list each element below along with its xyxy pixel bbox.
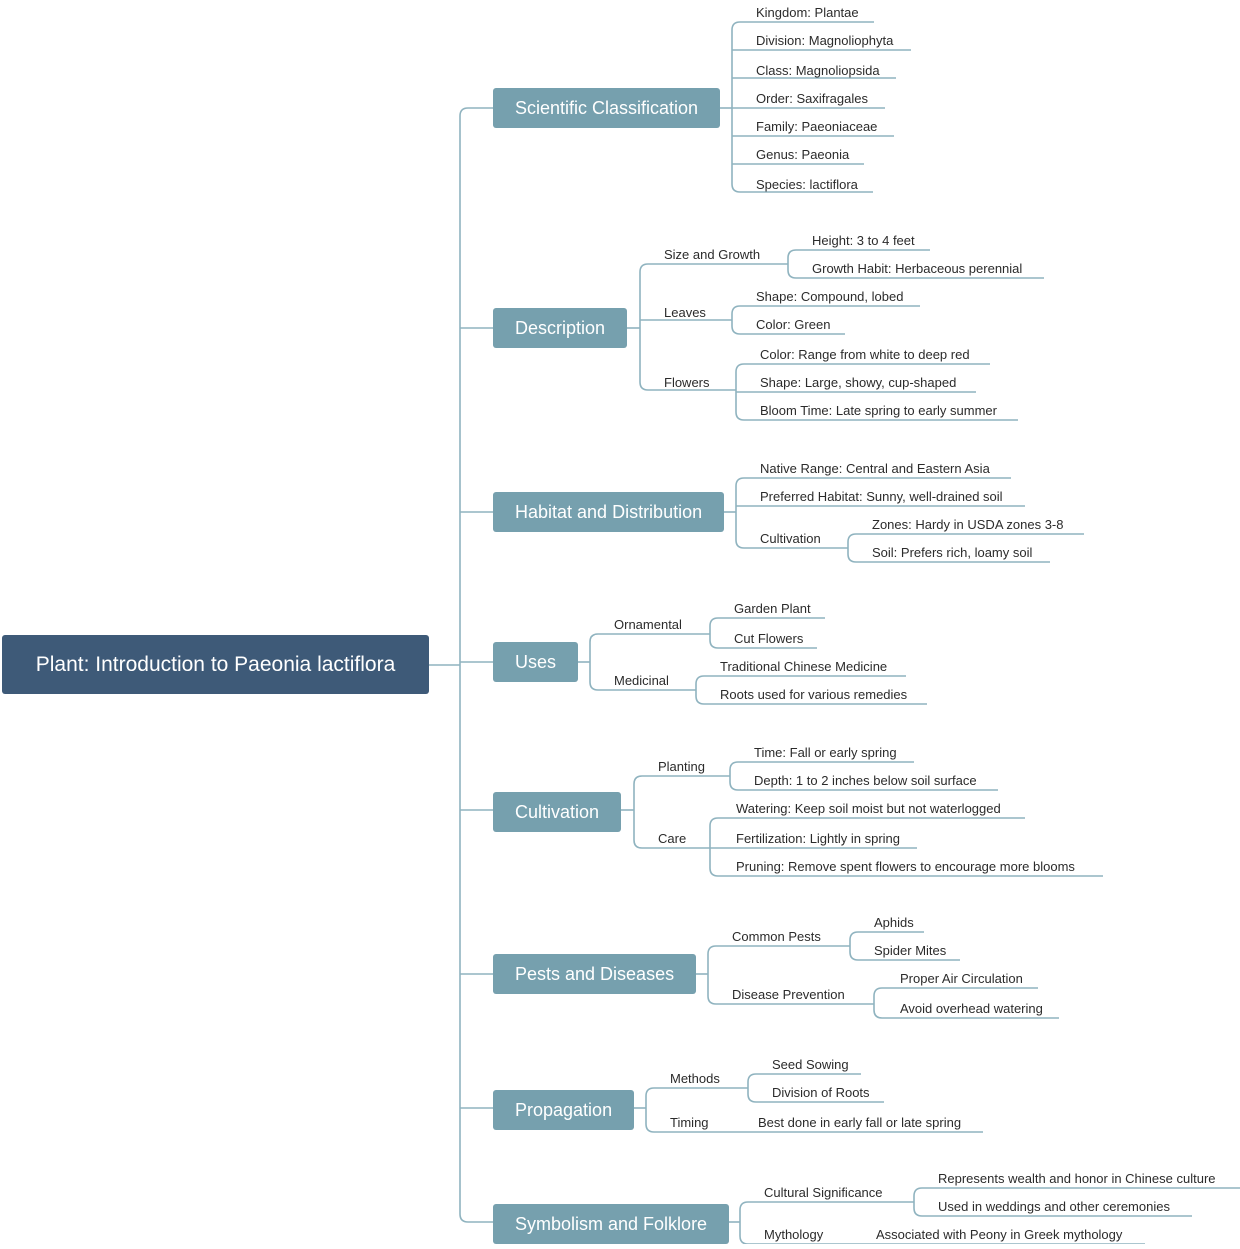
leaf-species[interactable]: Species: lactiflora — [756, 177, 858, 192]
sub-mythology[interactable]: Mythology — [764, 1227, 824, 1242]
sub-planting[interactable]: Planting — [658, 759, 705, 774]
leaf-seed-sowing[interactable]: Seed Sowing — [772, 1057, 849, 1072]
leaf-division[interactable]: Division: Magnoliophyta — [756, 33, 894, 48]
branch-label: Symbolism and Folklore — [515, 1213, 708, 1234]
root-node[interactable]: Plant: Introduction to Paeonia lactiflor… — [2, 635, 429, 694]
leaf-flower-shape[interactable]: Shape: Large, showy, cup-shaped — [760, 375, 957, 390]
sub-common-pests[interactable]: Common Pests — [732, 929, 821, 944]
leaf-planting-depth[interactable]: Depth: 1 to 2 inches below soil surface — [754, 773, 977, 788]
leaf-division-roots[interactable]: Division of Roots — [772, 1085, 870, 1100]
leaf-wealth-honor[interactable]: Represents wealth and honor in Chinese c… — [938, 1171, 1216, 1186]
leaf-planting-time[interactable]: Time: Fall or early spring — [754, 745, 897, 760]
leaf-leaf-color[interactable]: Color: Green — [756, 317, 831, 332]
leaf-soil[interactable]: Soil: Prefers rich, loamy soil — [872, 545, 1033, 560]
sub-care[interactable]: Care — [658, 831, 687, 846]
leaf-class[interactable]: Class: Magnoliopsida — [756, 63, 880, 78]
leaf-kingdom[interactable]: Kingdom: Plantae — [756, 5, 859, 20]
leaf-zones[interactable]: Zones: Hardy in USDA zones 3-8 — [872, 517, 1064, 532]
sub-cultural-significance[interactable]: Cultural Significance — [764, 1185, 883, 1200]
leaf-family[interactable]: Family: Paeoniaceae — [756, 119, 878, 134]
sub-flowers[interactable]: Flowers — [664, 375, 710, 390]
sub-size-growth[interactable]: Size and Growth — [664, 247, 761, 262]
leaf-timing-best[interactable]: Best done in early fall or late spring — [758, 1115, 962, 1130]
sub-methods[interactable]: Methods — [670, 1071, 720, 1086]
sub-ornamental[interactable]: Ornamental — [614, 617, 682, 632]
branch-description[interactable]: Description — [493, 308, 628, 348]
leaf-preferred-habitat[interactable]: Preferred Habitat: Sunny, well-drained s… — [760, 489, 1003, 504]
sub-habitat-cultivation[interactable]: Cultivation — [760, 531, 821, 546]
leaf-native-range[interactable]: Native Range: Central and Eastern Asia — [760, 461, 990, 476]
leaf-aphids[interactable]: Aphids — [874, 915, 914, 930]
sub-disease-prevention[interactable]: Disease Prevention — [732, 987, 845, 1002]
leaf-air-circulation[interactable]: Proper Air Circulation — [900, 971, 1023, 986]
branch-symbolism-folklore[interactable]: Symbolism and Folklore — [493, 1204, 730, 1244]
branch-label: Pests and Diseases — [515, 963, 675, 984]
branch-label: Habitat and Distribution — [515, 501, 703, 522]
branch-label: Uses — [515, 651, 557, 672]
leaf-greek-mythology[interactable]: Associated with Peony in Greek mythology — [876, 1227, 1123, 1242]
branch-label: Scientific Classification — [515, 97, 699, 118]
leaf-bloom-time[interactable]: Bloom Time: Late spring to early summer — [760, 403, 997, 418]
leaf-garden-plant[interactable]: Garden Plant — [734, 601, 811, 616]
leaf-flower-color[interactable]: Color: Range from white to deep red — [760, 347, 970, 362]
branch-label: Propagation — [515, 1099, 613, 1120]
branch-propagation[interactable]: Propagation — [493, 1090, 635, 1130]
branch-cultivation[interactable]: Cultivation — [493, 792, 622, 832]
leaf-weddings[interactable]: Used in weddings and other ceremonies — [938, 1199, 1170, 1214]
branch-habitat-distribution[interactable]: Habitat and Distribution — [493, 492, 725, 532]
leaf-height[interactable]: Height: 3 to 4 feet — [812, 233, 915, 248]
sub-medicinal[interactable]: Medicinal — [614, 673, 669, 688]
leaf-pruning[interactable]: Pruning: Remove spent flowers to encoura… — [736, 859, 1075, 874]
branch-label: Cultivation — [515, 801, 600, 822]
branch-uses[interactable]: Uses — [493, 642, 579, 682]
root-label: Plant: Introduction to Paeonia lactiflor… — [35, 652, 396, 676]
leaf-spider-mites[interactable]: Spider Mites — [874, 943, 947, 958]
branch-scientific-classification[interactable]: Scientific Classification — [493, 88, 721, 128]
leaf-cut-flowers[interactable]: Cut Flowers — [734, 631, 804, 646]
sub-timing[interactable]: Timing — [670, 1115, 709, 1130]
leaf-roots-remedies[interactable]: Roots used for various remedies — [720, 687, 908, 702]
leaf-order[interactable]: Order: Saxifragales — [756, 91, 868, 106]
leaf-leaf-shape[interactable]: Shape: Compound, lobed — [756, 289, 904, 304]
leaf-tcm[interactable]: Traditional Chinese Medicine — [720, 659, 888, 674]
leaf-fertilization[interactable]: Fertilization: Lightly in spring — [736, 831, 901, 846]
leaf-watering[interactable]: Watering: Keep soil moist but not waterl… — [736, 801, 1001, 816]
branch-pests-diseases[interactable]: Pests and Diseases — [493, 954, 697, 994]
leaf-overhead-watering[interactable]: Avoid overhead watering — [900, 1001, 1043, 1016]
leaf-genus[interactable]: Genus: Paeonia — [756, 147, 850, 162]
leaf-growth-habit[interactable]: Growth Habit: Herbaceous perennial — [812, 261, 1023, 276]
branch-label: Description — [515, 317, 606, 338]
sub-leaves[interactable]: Leaves — [664, 305, 706, 320]
